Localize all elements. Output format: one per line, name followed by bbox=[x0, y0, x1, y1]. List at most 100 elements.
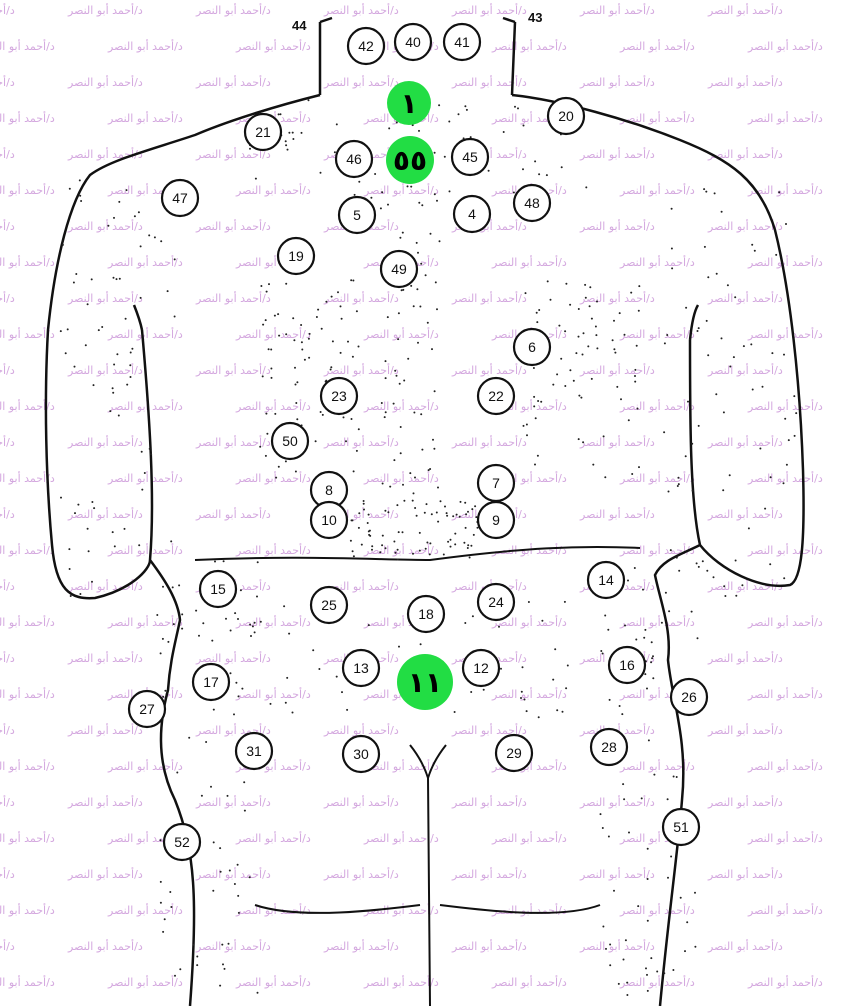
stipple-dot bbox=[65, 352, 67, 354]
stipple-dot bbox=[98, 329, 100, 331]
stipple-dot bbox=[467, 511, 469, 513]
stipple-dot bbox=[301, 341, 303, 343]
stipple-dot bbox=[575, 352, 577, 354]
stipple-dot bbox=[358, 346, 360, 348]
stipple-dot bbox=[417, 252, 419, 254]
stipple-dot bbox=[450, 539, 452, 541]
stipple-dot bbox=[420, 643, 422, 645]
stipple-dot bbox=[407, 185, 409, 187]
stipple-dot bbox=[431, 513, 433, 515]
stipple-dot bbox=[595, 334, 597, 336]
stipple-dot bbox=[694, 946, 696, 948]
stipple-dot bbox=[663, 972, 665, 974]
stipple-dot bbox=[162, 586, 164, 588]
stipple-dot bbox=[434, 193, 436, 195]
stipple-dot bbox=[241, 688, 243, 690]
stipple-dot bbox=[398, 646, 400, 648]
stipple-dot bbox=[275, 477, 277, 479]
acupoint-label: 46 bbox=[346, 151, 362, 167]
stipple-dot bbox=[292, 317, 294, 319]
stipple-dot bbox=[131, 348, 133, 350]
acupoint-21: 21 bbox=[245, 114, 281, 150]
stipple-dot bbox=[141, 489, 143, 491]
stipple-dot bbox=[444, 156, 446, 158]
stipple-dot bbox=[783, 482, 785, 484]
stipple-dot bbox=[74, 366, 76, 368]
stipple-dot bbox=[412, 553, 414, 555]
stipple-dot bbox=[414, 477, 416, 479]
stipple-dot bbox=[698, 566, 700, 568]
stipple-dot bbox=[607, 629, 609, 631]
stipple-dot bbox=[140, 245, 142, 247]
stipple-dot bbox=[118, 201, 120, 203]
stipple-dot bbox=[465, 513, 467, 515]
stipple-dot bbox=[534, 160, 536, 162]
stipple-dot bbox=[148, 234, 150, 236]
stipple-dot bbox=[608, 836, 610, 838]
stipple-dot bbox=[285, 460, 287, 462]
stipple-dot bbox=[470, 545, 472, 547]
stipple-dot bbox=[237, 895, 239, 897]
stipple-dot bbox=[113, 217, 115, 219]
stipple-dot bbox=[538, 309, 540, 311]
stipple-dot bbox=[687, 401, 689, 403]
stipple-dot bbox=[174, 316, 176, 318]
highlight-acupoint-3: ١١ bbox=[397, 654, 453, 710]
stipple-dot bbox=[394, 370, 396, 372]
stipple-dot bbox=[129, 364, 131, 366]
stipple-dot bbox=[454, 533, 456, 535]
stipple-dot bbox=[403, 380, 405, 382]
stipple-dot bbox=[301, 132, 303, 134]
stipple-dot bbox=[188, 737, 190, 739]
stipple-dot bbox=[616, 386, 618, 388]
stipple-dot bbox=[420, 263, 422, 265]
stipple-dot bbox=[470, 691, 472, 693]
stipple-dot bbox=[283, 605, 285, 607]
stipple-dot bbox=[179, 968, 181, 970]
stipple-dot bbox=[589, 305, 591, 307]
stipple-dot bbox=[647, 920, 649, 922]
stipple-dot bbox=[471, 508, 473, 510]
stipple-dot bbox=[678, 477, 680, 479]
stipple-dot bbox=[473, 534, 475, 536]
acupoint-6: 6 bbox=[514, 329, 550, 365]
stipple-dot bbox=[589, 286, 591, 288]
stipple-dot bbox=[271, 377, 273, 379]
stipple-dot bbox=[678, 570, 680, 572]
stipple-dot bbox=[723, 411, 725, 413]
stipple-dot bbox=[677, 485, 679, 487]
stipple-dot bbox=[202, 622, 204, 624]
stipple-dot bbox=[300, 324, 302, 326]
stipple-dot bbox=[260, 285, 262, 287]
stipple-dot bbox=[420, 413, 422, 415]
stipple-dot bbox=[401, 289, 403, 291]
stipple-dot bbox=[397, 549, 399, 551]
stipple-dot bbox=[458, 113, 460, 115]
stipple-dot bbox=[91, 278, 93, 280]
stipple-dot bbox=[80, 200, 82, 202]
acupoint-52: 52 bbox=[164, 824, 200, 860]
stipple-dot bbox=[193, 944, 195, 946]
stipple-dot bbox=[407, 358, 409, 360]
stipple-dot bbox=[685, 455, 687, 457]
stipple-dot bbox=[694, 892, 696, 894]
stipple-dot bbox=[536, 312, 538, 314]
acupoint-label: 40 bbox=[405, 34, 421, 50]
acupoint-label: 18 bbox=[418, 606, 434, 622]
stipple-dot bbox=[256, 596, 258, 598]
stipple-dot bbox=[456, 514, 458, 516]
stipple-dot bbox=[77, 504, 79, 506]
stipple-dot bbox=[741, 584, 743, 586]
acupoint-label: 49 bbox=[391, 261, 407, 277]
stipple-dot bbox=[431, 348, 433, 350]
stipple-dot bbox=[116, 353, 118, 355]
stipple-dot bbox=[112, 387, 114, 389]
stipple-dot bbox=[592, 464, 594, 466]
stipple-dot bbox=[526, 424, 528, 426]
stipple-dot bbox=[160, 902, 162, 904]
stipple-dot bbox=[292, 712, 294, 714]
stipple-dot bbox=[260, 621, 262, 623]
stipple-dot bbox=[286, 677, 288, 679]
stipple-dot bbox=[628, 419, 630, 421]
